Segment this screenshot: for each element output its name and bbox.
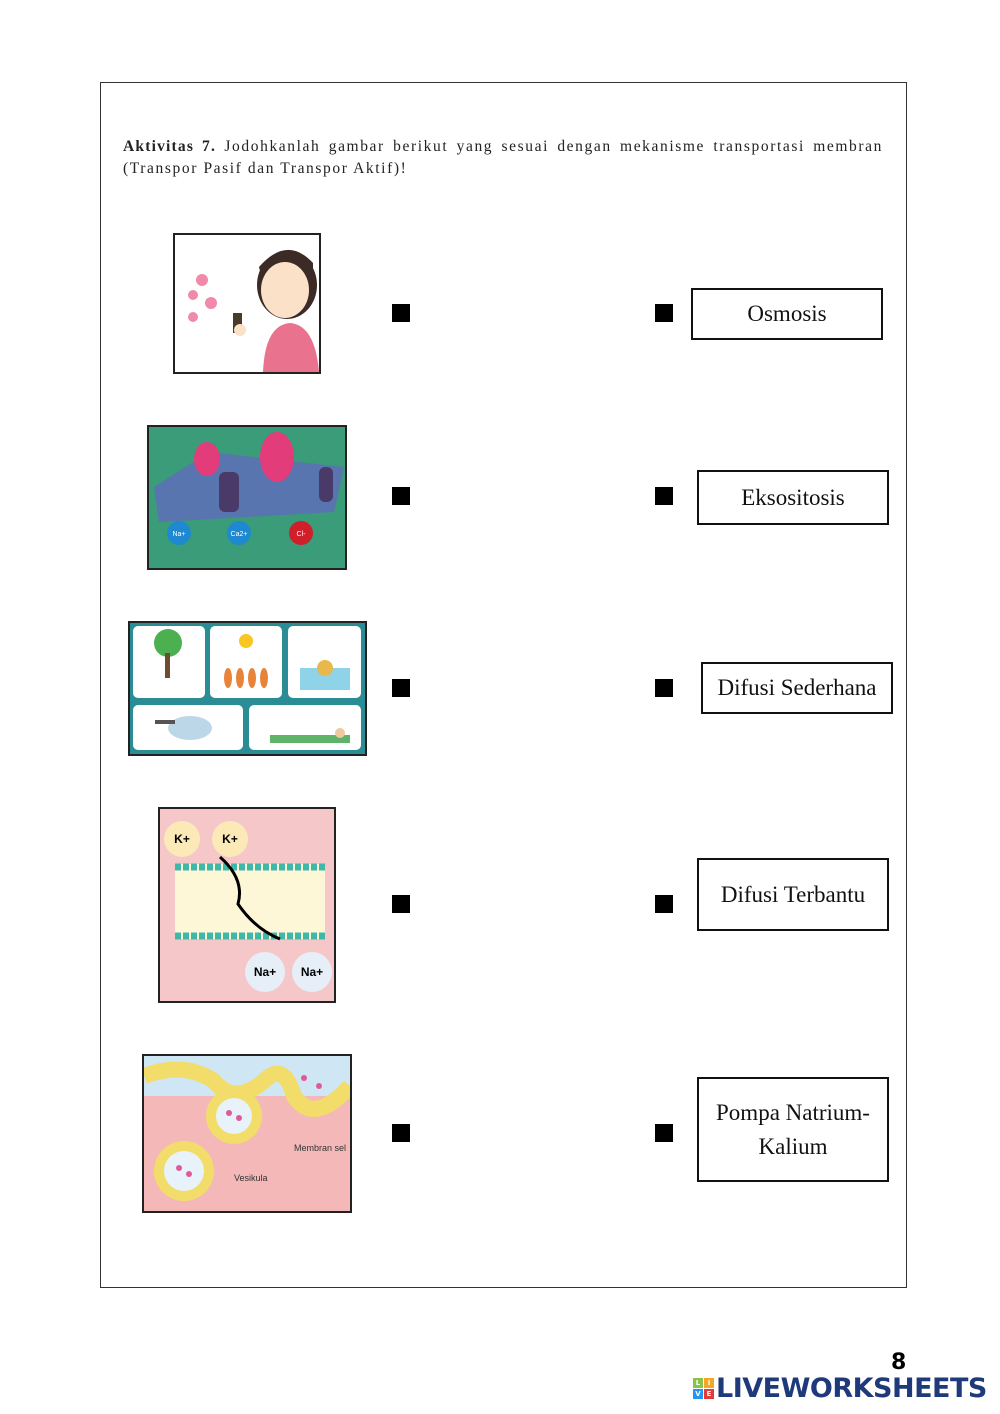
left-match-dot-5[interactable] — [392, 1124, 410, 1142]
liveworksheets-logo: L I V E LIVEWORKSHEETS — [693, 1373, 987, 1404]
left-match-dot-3[interactable] — [392, 679, 410, 697]
answer-osmosis: Osmosis — [691, 288, 883, 340]
k-label-2: K+ — [222, 832, 238, 846]
instruction-text: Aktivitas 7. Jodohkanlah gambar berikut … — [123, 136, 883, 180]
page-number: 8 — [891, 1350, 907, 1375]
right-match-dot-3[interactable] — [655, 679, 673, 697]
na-label-2: Na+ — [301, 965, 323, 979]
image-channel-proteins: Na+ Ca2+ Cl- — [147, 425, 347, 570]
right-match-dot-5[interactable] — [655, 1124, 673, 1142]
left-match-dot-2[interactable] — [392, 487, 410, 505]
instruction-body: Jodohkanlah gambar berikut yang sesuai d… — [123, 138, 883, 177]
na-label-1: Na+ — [254, 965, 276, 979]
right-match-dot-2[interactable] — [655, 487, 673, 505]
left-match-dot-4[interactable] — [392, 895, 410, 913]
k-label-1: K+ — [174, 832, 190, 846]
answer-eksositosis: Eksositosis — [697, 470, 889, 525]
ion-label-na: Na+ — [172, 531, 185, 538]
left-match-dot-1[interactable] — [392, 304, 410, 322]
logo-icon: L I V E — [693, 1378, 714, 1399]
activity-label: Aktivitas 7. — [123, 138, 217, 155]
answer-difusi-terbantu: Difusi Terbantu — [697, 858, 889, 931]
image-osmosis-examples — [128, 621, 367, 756]
image-ion-transport: K+ K+ Na+ Na+ — [158, 807, 336, 1003]
vesicle-label: Vesikula — [234, 1173, 268, 1183]
right-match-dot-4[interactable] — [655, 895, 673, 913]
right-match-dot-1[interactable] — [655, 304, 673, 322]
answer-difusi-sederhana: Difusi Sederhana — [701, 662, 893, 714]
brand-name: LIVEWORKSHEETS — [716, 1373, 987, 1404]
logo-letter: V — [693, 1389, 703, 1399]
ion-label-cl: Cl- — [297, 531, 307, 538]
membrane-label: Membran sel — [294, 1143, 346, 1153]
logo-letter: E — [704, 1389, 714, 1399]
logo-letter: I — [704, 1378, 714, 1388]
image-exocytosis: Membran sel Vesikula — [142, 1054, 352, 1213]
answer-pompa-natrium-kalium: Pompa Natrium-Kalium — [697, 1077, 889, 1182]
ion-label-ca: Ca2+ — [231, 531, 248, 538]
logo-letter: L — [693, 1378, 703, 1388]
worksheet-frame — [100, 82, 907, 1288]
image-perfume-spray — [173, 233, 321, 374]
